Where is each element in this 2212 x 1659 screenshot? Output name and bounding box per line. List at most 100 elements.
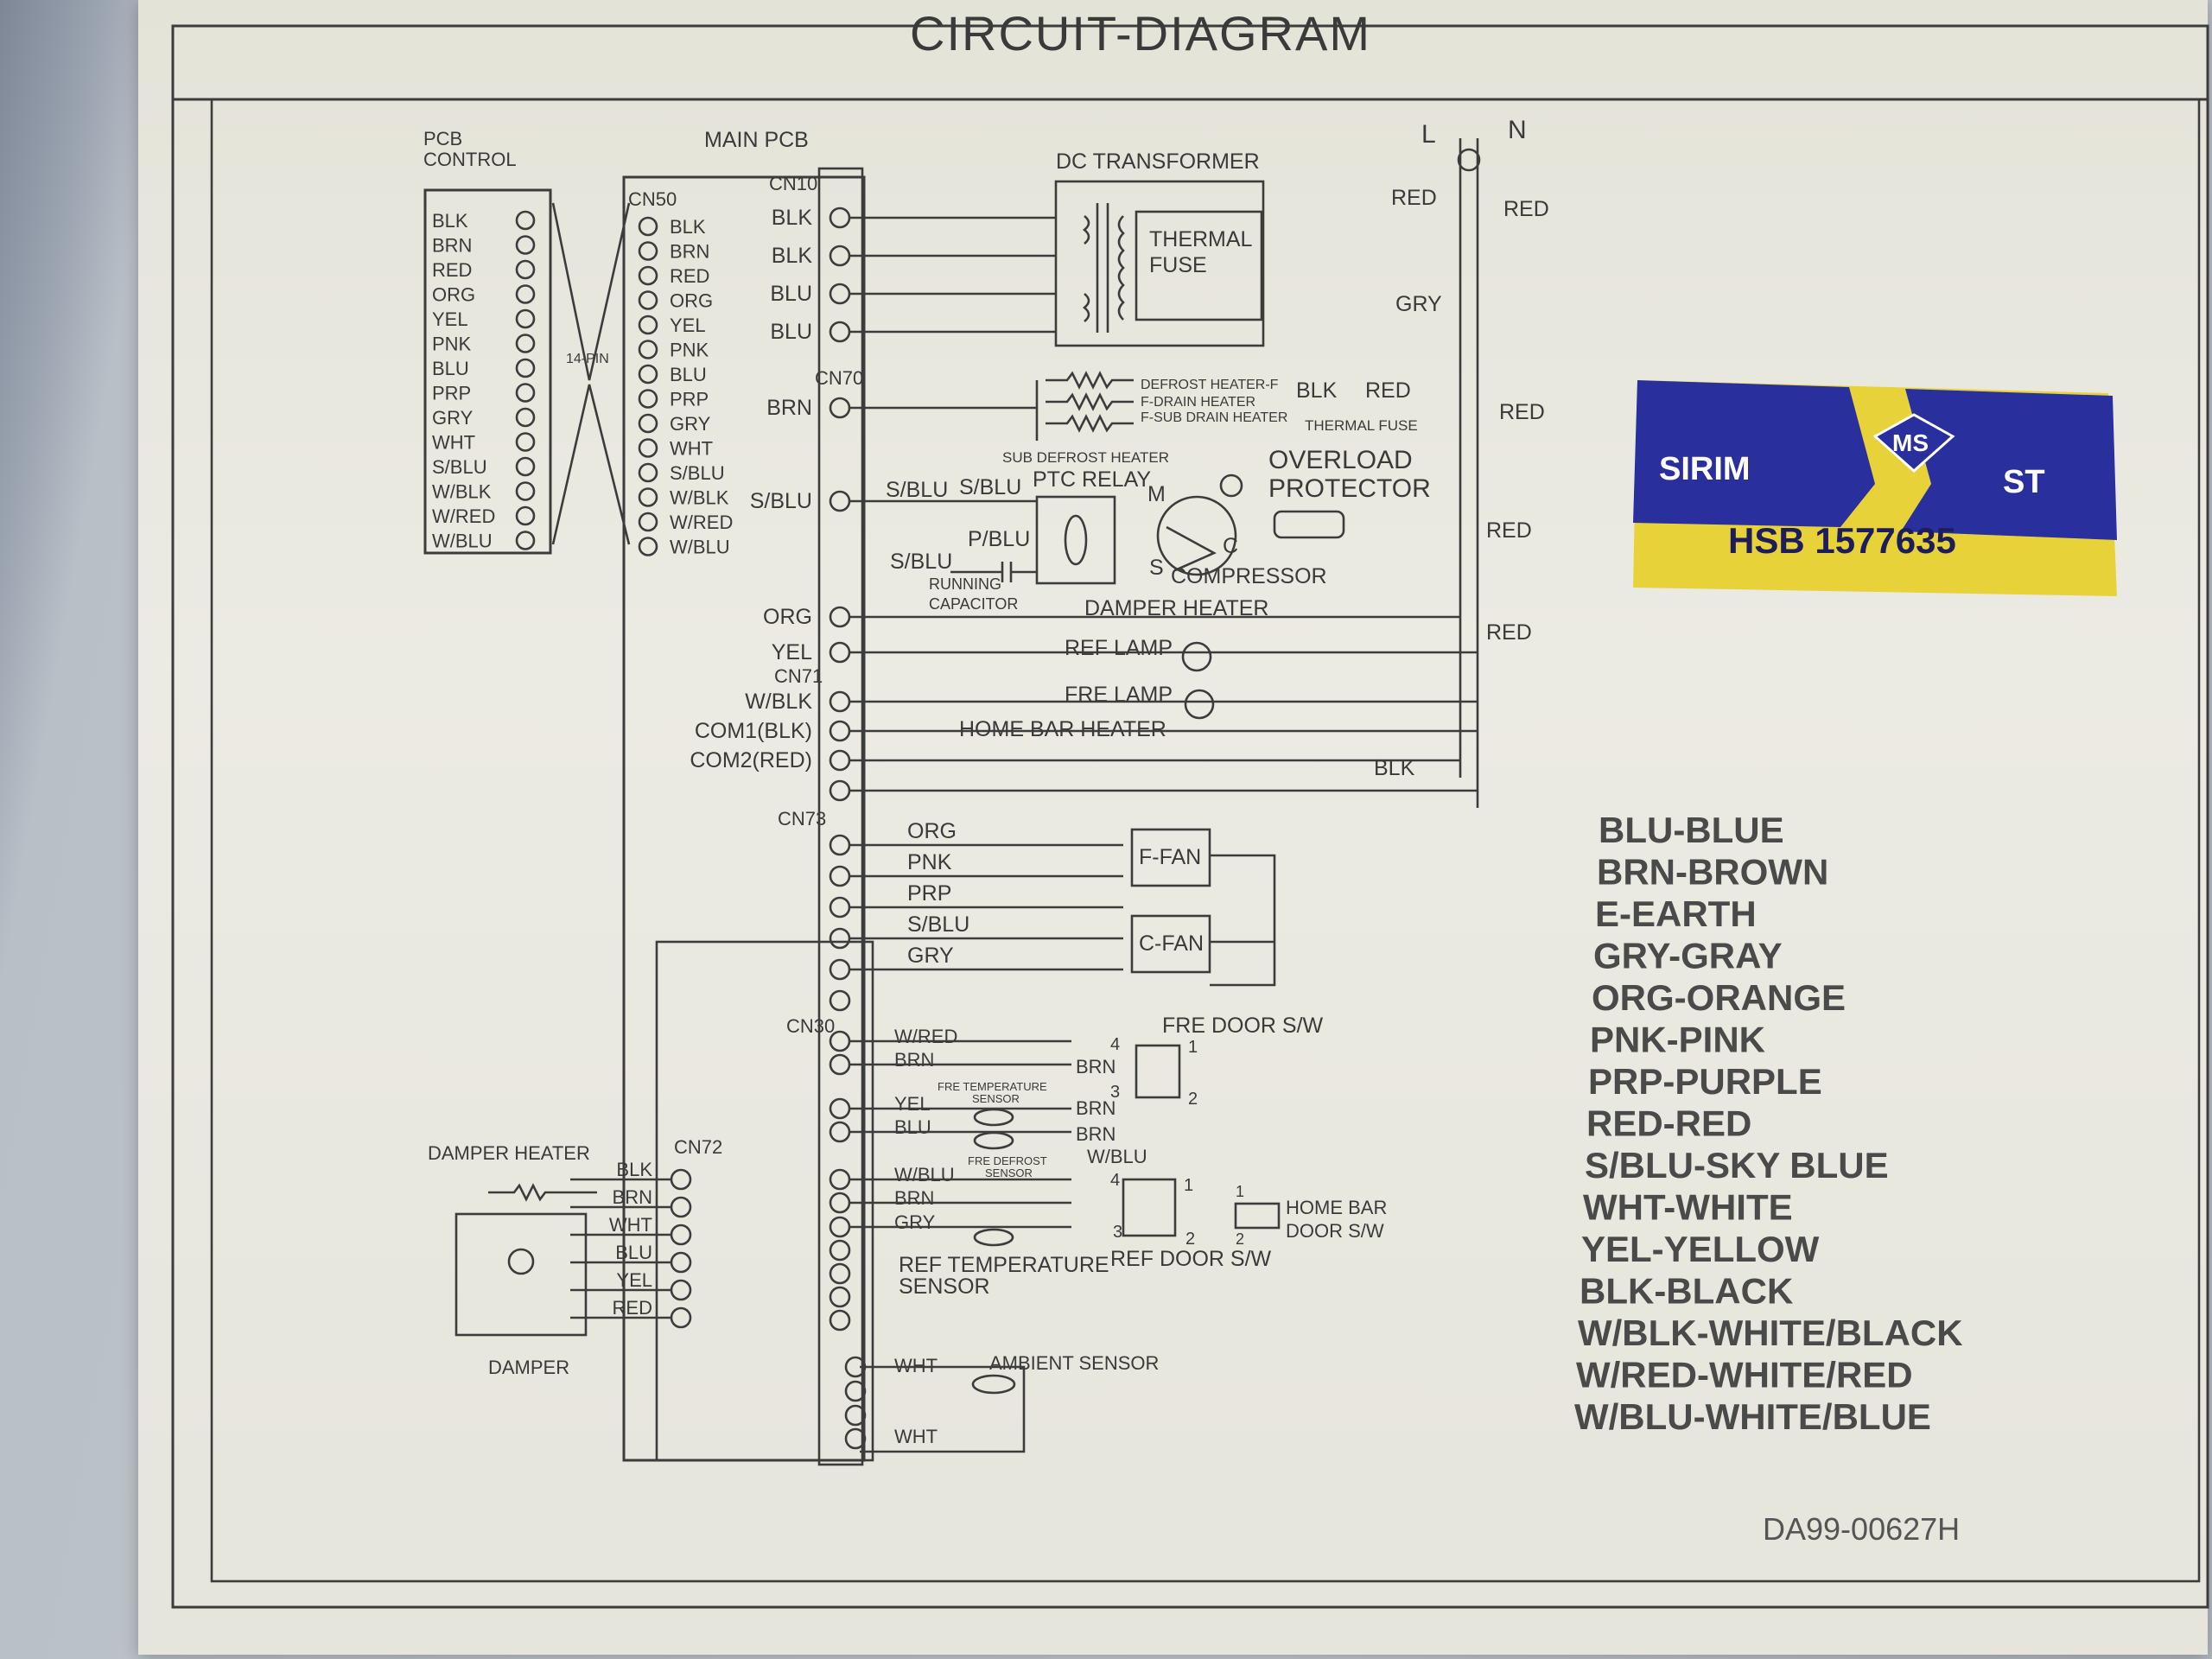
cn72-wire-label: BLU bbox=[615, 1242, 652, 1263]
legend-item: W/BLU-WHITE/BLUE bbox=[1574, 1396, 1931, 1437]
fre-defrost-sensor-label-2: SENSOR bbox=[985, 1166, 1033, 1179]
fre-lamp-icon bbox=[1184, 689, 1215, 720]
pcb-control-wire-label: PNK bbox=[432, 334, 472, 355]
cert-ms: MS bbox=[1892, 429, 1929, 456]
terminal-icon bbox=[829, 1192, 851, 1214]
legend-item: YEL-YELLOW bbox=[1581, 1229, 1820, 1269]
cn50-wire-label: BLU bbox=[670, 364, 707, 385]
terminal-icon bbox=[670, 1224, 692, 1246]
fre-defrost-sensor-label-1: FRE DEFROST bbox=[968, 1154, 1047, 1167]
cn71-wire-label: COM1(BLK) bbox=[695, 719, 812, 743]
cn50-wire-label: YEL bbox=[670, 315, 706, 336]
terminal-icon bbox=[829, 397, 851, 419]
legend-item: S/BLU-SKY BLUE bbox=[1585, 1145, 1889, 1185]
tag-red-2: RED bbox=[1503, 197, 1549, 221]
fre-temp-sensor-label-1: FRE TEMPERATURE bbox=[938, 1080, 1047, 1093]
cn70-wire-label: ORG bbox=[763, 605, 812, 629]
c-fan-label: C-FAN bbox=[1139, 931, 1204, 956]
legend-item: BLK-BLACK bbox=[1580, 1271, 1793, 1312]
terminal-icon bbox=[515, 481, 536, 501]
terminal-icon bbox=[638, 241, 658, 261]
fre-sw-pin-1: 1 bbox=[1188, 1038, 1198, 1057]
pcb-control-wire-label: GRY bbox=[432, 407, 474, 429]
terminal-icon bbox=[829, 779, 851, 802]
cn50-wire-label: PRP bbox=[670, 389, 709, 410]
fre-defrost-sensor-icon bbox=[973, 1131, 1014, 1150]
cn30-wire-label: BRN bbox=[894, 1049, 934, 1071]
pcb-control-wire-label: RED bbox=[432, 259, 472, 281]
overload-protector-label-2: PROTECTOR bbox=[1268, 474, 1431, 503]
cn72-wire-label: RED bbox=[613, 1297, 652, 1319]
terminal-icon bbox=[515, 358, 536, 378]
terminal-icon bbox=[829, 1097, 851, 1120]
damper-label: DAMPER bbox=[488, 1357, 569, 1378]
cn30-wire-label: BLU bbox=[894, 1116, 931, 1138]
ref-door-sw-label: REF DOOR S/W bbox=[1110, 1247, 1272, 1271]
hb-sw-pin-2: 2 bbox=[1236, 1230, 1244, 1248]
pin-connector-bundle bbox=[551, 202, 631, 545]
terminal-icon bbox=[829, 1030, 851, 1052]
terminal-icon bbox=[515, 334, 536, 353]
cert-code: HSB 1577635 bbox=[1728, 520, 1956, 561]
legend-item: W/BLK-WHITE/BLACK bbox=[1578, 1313, 1963, 1353]
terminal-icon bbox=[829, 865, 851, 887]
cn30-wire-label: W/RED bbox=[894, 1026, 957, 1047]
terminal-icon bbox=[829, 245, 851, 267]
f-fan-box bbox=[1130, 828, 1211, 887]
pcb-control-wire-label: YEL bbox=[432, 308, 468, 330]
compressor-label: COMPRESSOR bbox=[1171, 564, 1327, 588]
cn50-wire-label: W/BLK bbox=[670, 487, 729, 509]
main-pcb-title: MAIN PCB bbox=[704, 128, 809, 152]
terminal-icon bbox=[829, 1239, 851, 1262]
home-bar-door-sw-label-2: DOOR S/W bbox=[1286, 1220, 1384, 1242]
terminal-icon bbox=[829, 283, 851, 305]
terminal-icon bbox=[638, 389, 658, 409]
terminal-icon bbox=[829, 958, 851, 981]
transformer-coil-icon bbox=[1082, 214, 1125, 323]
terminal-icon bbox=[670, 1168, 692, 1191]
terminal-icon bbox=[829, 834, 851, 856]
terminal-icon bbox=[515, 407, 536, 428]
cn10-wire-label: BLU bbox=[770, 320, 812, 344]
pcb-control-wire-label: BLU bbox=[432, 358, 469, 379]
home-bar-door-sw-label-1: HOME BAR bbox=[1286, 1197, 1387, 1218]
cn73-wire-label: ORG bbox=[907, 819, 957, 843]
tag-red-3: RED bbox=[1499, 400, 1545, 424]
ref-temp-sensor-icon bbox=[973, 1228, 1014, 1247]
c-fan-box bbox=[1130, 914, 1211, 974]
terminal-icon bbox=[515, 308, 536, 329]
compressor-pin-C: C bbox=[1223, 534, 1238, 558]
terminal-icon bbox=[829, 641, 851, 664]
cn30-wire-label: GRY bbox=[894, 1211, 936, 1233]
terminal-icon bbox=[829, 1286, 851, 1308]
fre-sw-pin-3: 3 bbox=[1110, 1083, 1120, 1102]
terminal-icon bbox=[638, 487, 658, 507]
cn71-label: CN71 bbox=[774, 665, 823, 687]
terminal-icon bbox=[829, 1262, 851, 1285]
pcb-control-wire-label: BRN bbox=[432, 235, 472, 257]
terminal-icon bbox=[638, 364, 658, 385]
terminal-icon bbox=[829, 1309, 851, 1332]
ref-temp-sensor-label-1: REF TEMPERATURE bbox=[899, 1253, 1109, 1277]
overload-protector-label-1: OVERLOAD bbox=[1268, 446, 1413, 474]
pcb-control-title-1: PCB bbox=[423, 128, 462, 149]
terminal-icon bbox=[844, 1427, 867, 1450]
cn30-wire-label: YEL bbox=[894, 1093, 931, 1115]
pcb-control-wire-label: W/BLK bbox=[432, 481, 492, 503]
legend-item: BRN-BROWN bbox=[1597, 852, 1828, 893]
terminal-icon bbox=[670, 1279, 692, 1301]
terminal-icon bbox=[515, 235, 536, 255]
ref-sw-pin-2: 2 bbox=[1185, 1230, 1195, 1249]
cn50-wire-label: PNK bbox=[670, 340, 709, 361]
terminal-icon bbox=[515, 531, 536, 550]
terminal-icon bbox=[829, 1053, 851, 1076]
cn30-wire-label: W/BLU bbox=[894, 1164, 955, 1185]
pcb-control-wires: BLKBRNREDORGYELPNKBLUPRPGRYWHTS/BLUW/BLK… bbox=[432, 210, 536, 552]
cn73-wire-label: PRP bbox=[907, 881, 951, 906]
tag-pblu: P/BLU bbox=[968, 527, 1030, 551]
cn73-wire-label: GRY bbox=[907, 944, 954, 968]
pcb-control-title-2: CONTROL bbox=[423, 149, 517, 170]
cn70-wire-label: S/BLU bbox=[750, 489, 812, 513]
ptc-relay-box bbox=[1035, 495, 1116, 585]
ptc-element-icon bbox=[1064, 514, 1088, 566]
